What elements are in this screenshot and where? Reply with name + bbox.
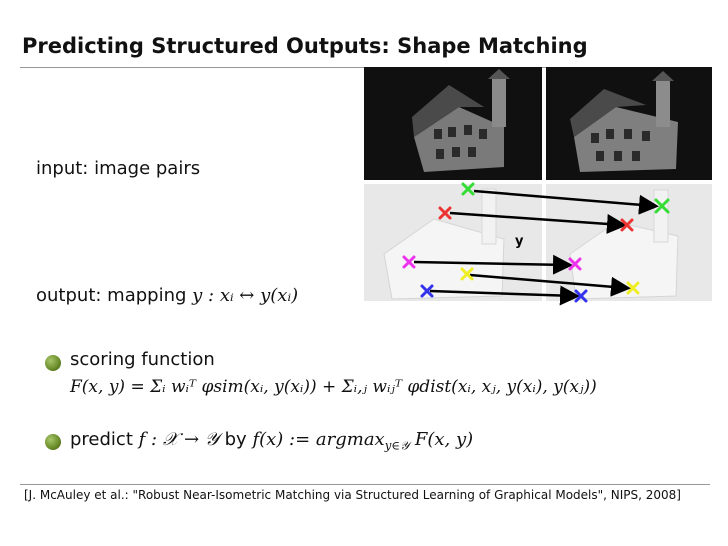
scoring-formula: F(x, y) = Σᵢ wᵢᵀ φsim(xᵢ, y(xᵢ)) + Σᵢ,ⱼ …: [70, 377, 597, 397]
predict-math-F: F(x, y): [409, 429, 474, 450]
matching-photo-left: [364, 184, 542, 301]
predict-prefix: predict: [70, 429, 139, 450]
house-photo-left: [364, 67, 542, 180]
house-photo-right: [546, 67, 712, 180]
matching-photo-right: [546, 184, 712, 301]
predict-math-sub: y∈𝒴: [384, 438, 410, 453]
output-label-text: output: mapping: [36, 285, 193, 306]
predict-math-argmax: f(x) := argmax: [252, 429, 385, 450]
predict-math-f: f : 𝒳 → 𝒴: [138, 429, 219, 450]
citation-rule: [20, 484, 710, 485]
house-icon: [412, 69, 510, 172]
input-label: input: image pairs: [36, 158, 201, 179]
bullet-1-icon: [45, 355, 61, 371]
bullet-2-text: predict f : 𝒳 → 𝒴 by f(x) := argmaxy∈𝒴 F…: [70, 429, 473, 454]
output-label-math: y : xᵢ ↔ y(xᵢ): [192, 285, 299, 306]
bullet-1-text: scoring function: [70, 349, 215, 370]
house-icon: [570, 71, 678, 172]
output-label: output: mapping y : xᵢ ↔ y(xᵢ): [36, 285, 298, 306]
citation: [J. McAuley et al.: "Robust Near-Isometr…: [24, 488, 681, 502]
predict-middle: by: [218, 429, 253, 450]
bullet-2-icon: [45, 434, 61, 450]
slide-title: Predicting Structured Outputs: Shape Mat…: [22, 34, 588, 58]
